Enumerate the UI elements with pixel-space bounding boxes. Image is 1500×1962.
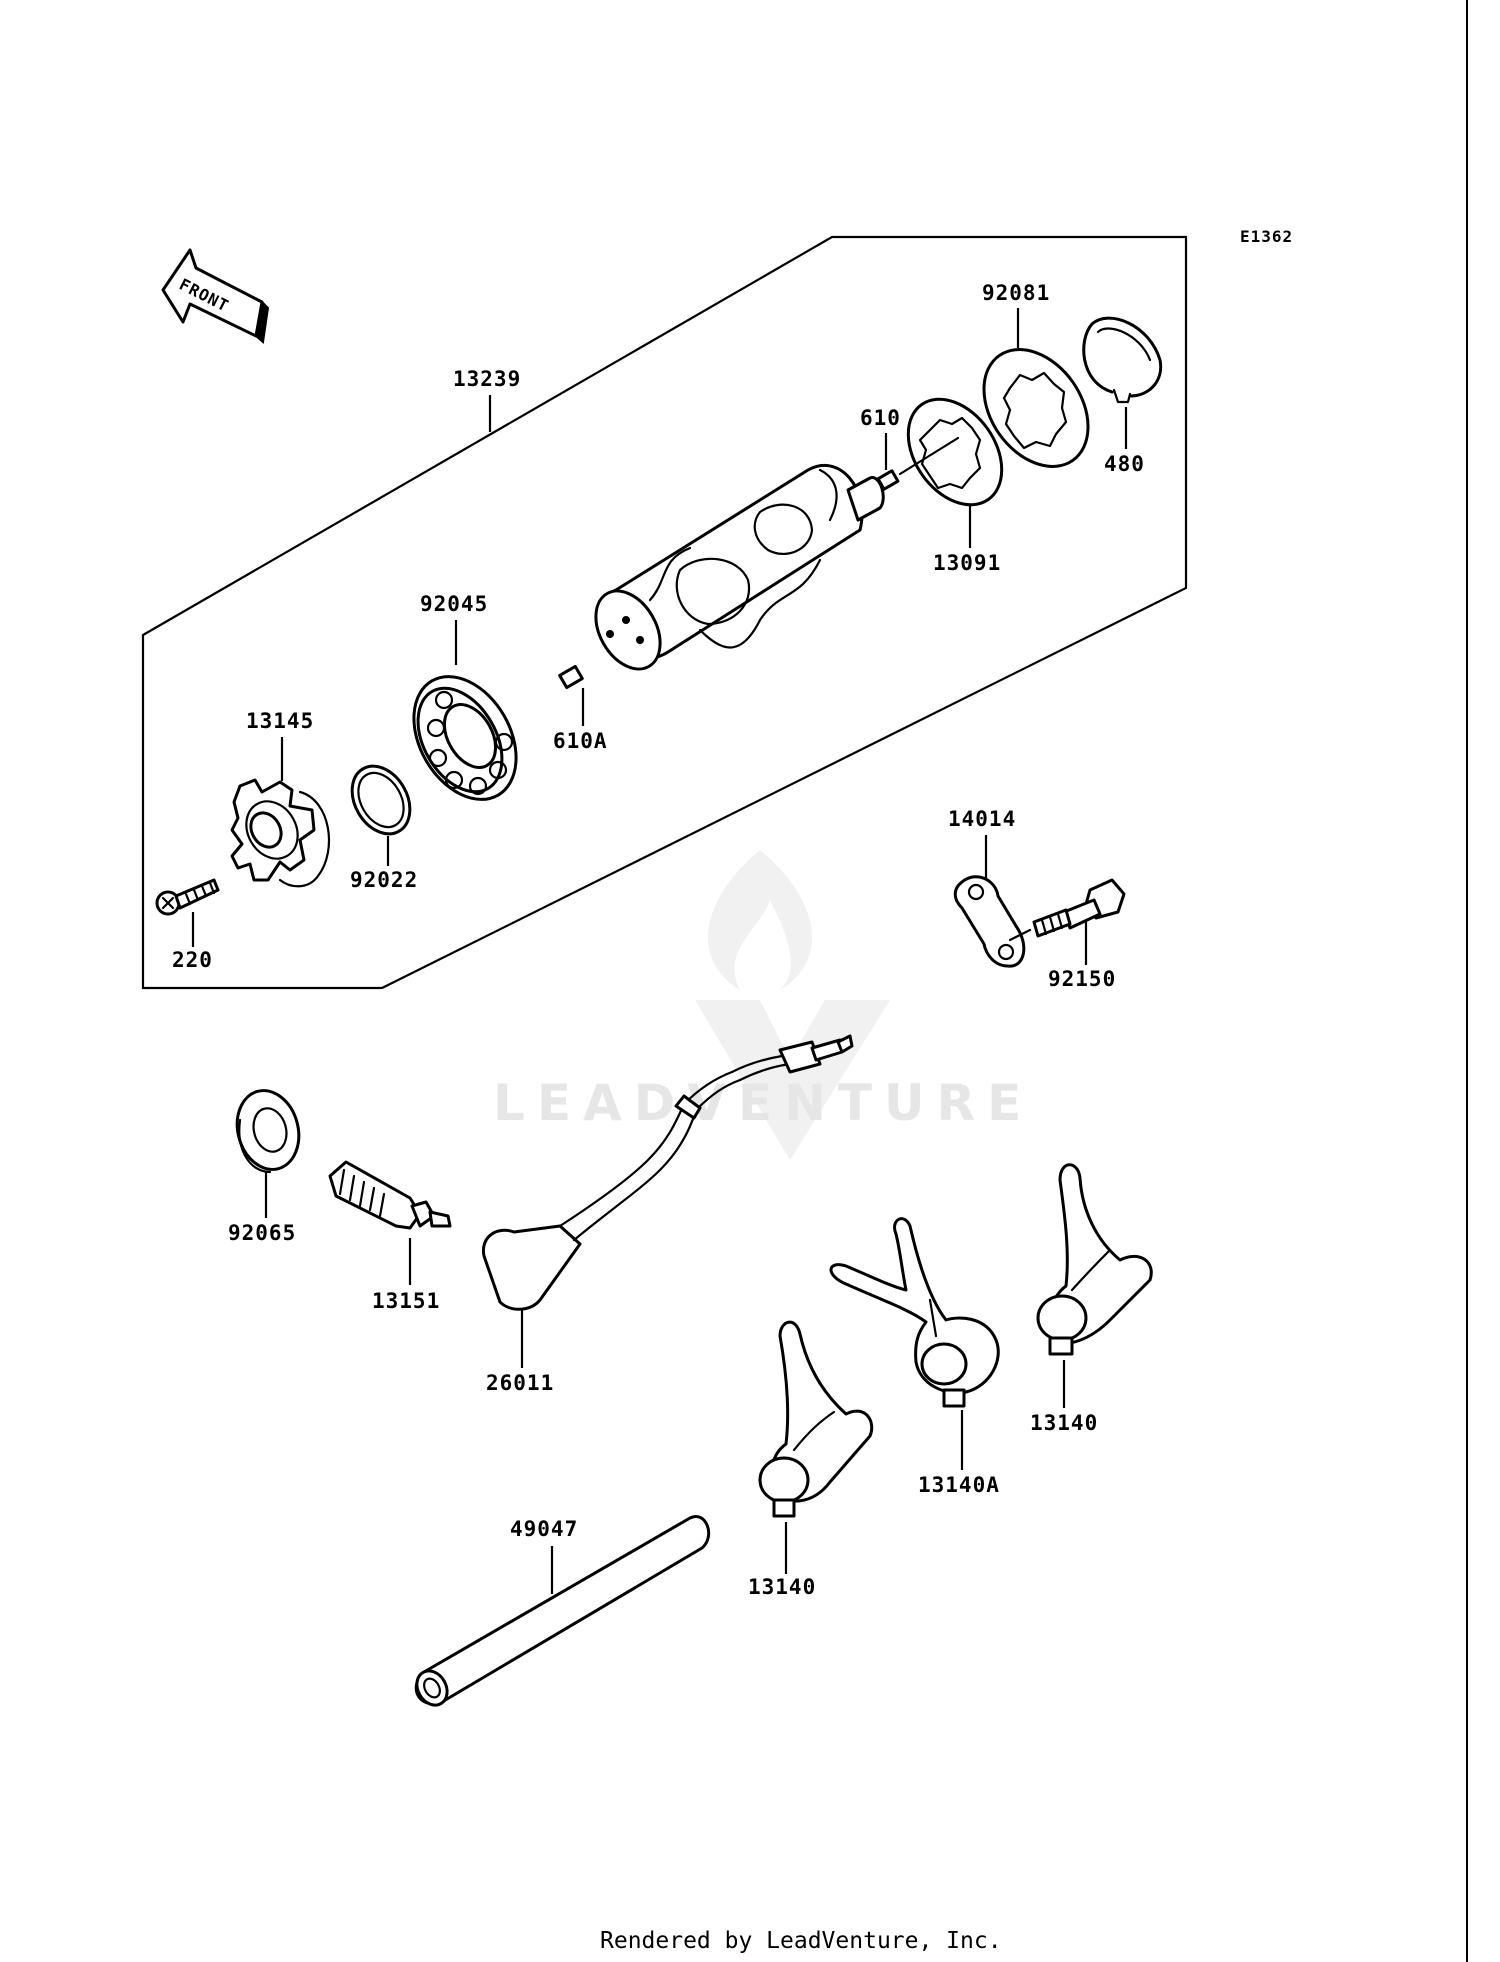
label-480: 480 [1104, 452, 1145, 476]
label-49047: 49047 [510, 1517, 578, 1541]
front-arrow-icon: FRONT [161, 248, 270, 344]
label-13145: 13145 [246, 709, 314, 733]
label-26011: 26011 [486, 1371, 554, 1395]
part-92150-bolt [1008, 878, 1126, 942]
part-26011-lead-wire [481, 1034, 854, 1311]
assembly-frame [141, 235, 1188, 990]
label-610: 610 [860, 406, 901, 430]
part-610A-pin [558, 664, 584, 690]
label-13091: 13091 [933, 551, 1001, 575]
label-220: 220 [172, 948, 213, 972]
part-13140-fork-left [758, 1320, 874, 1518]
watermark-text: LEADVENTURE [493, 1074, 1033, 1132]
part-480-circlip [1082, 316, 1163, 404]
part-13091-star-plate [898, 397, 1004, 507]
part-92081-plate [982, 348, 1090, 468]
part-49047-shaft [414, 1515, 711, 1707]
label-92022: 92022 [350, 868, 418, 892]
label-13140-left: 13140 [748, 1575, 816, 1599]
part-92065-washer [235, 1089, 301, 1174]
part-220-screw [155, 878, 220, 916]
diagram-code: E1362 [1240, 227, 1293, 246]
label-610A: 610A [553, 729, 608, 753]
label-13140A: 13140A [918, 1473, 1000, 1497]
part-92045-bearing [412, 675, 518, 801]
part-13151-switch [328, 1160, 452, 1230]
label-13239: 13239 [453, 367, 521, 391]
part-14014-plate [953, 875, 1026, 968]
label-92045: 92045 [420, 592, 488, 616]
part-shift-drum [594, 463, 885, 671]
part-13140-fork-right [1036, 1163, 1153, 1356]
part-13140A-fork-middle [829, 1217, 1000, 1408]
label-92081: 92081 [982, 281, 1050, 305]
label-92065: 92065 [228, 1221, 296, 1245]
part-13145-star-gear [230, 778, 331, 888]
part-92022-ring [350, 764, 412, 836]
label-92150: 92150 [1048, 967, 1116, 991]
label-13140-right: 13140 [1030, 1411, 1098, 1435]
label-13151: 13151 [372, 1289, 440, 1313]
label-14014: 14014 [948, 807, 1016, 831]
footer-credit: Rendered by LeadVenture, Inc. [600, 1928, 1002, 1954]
